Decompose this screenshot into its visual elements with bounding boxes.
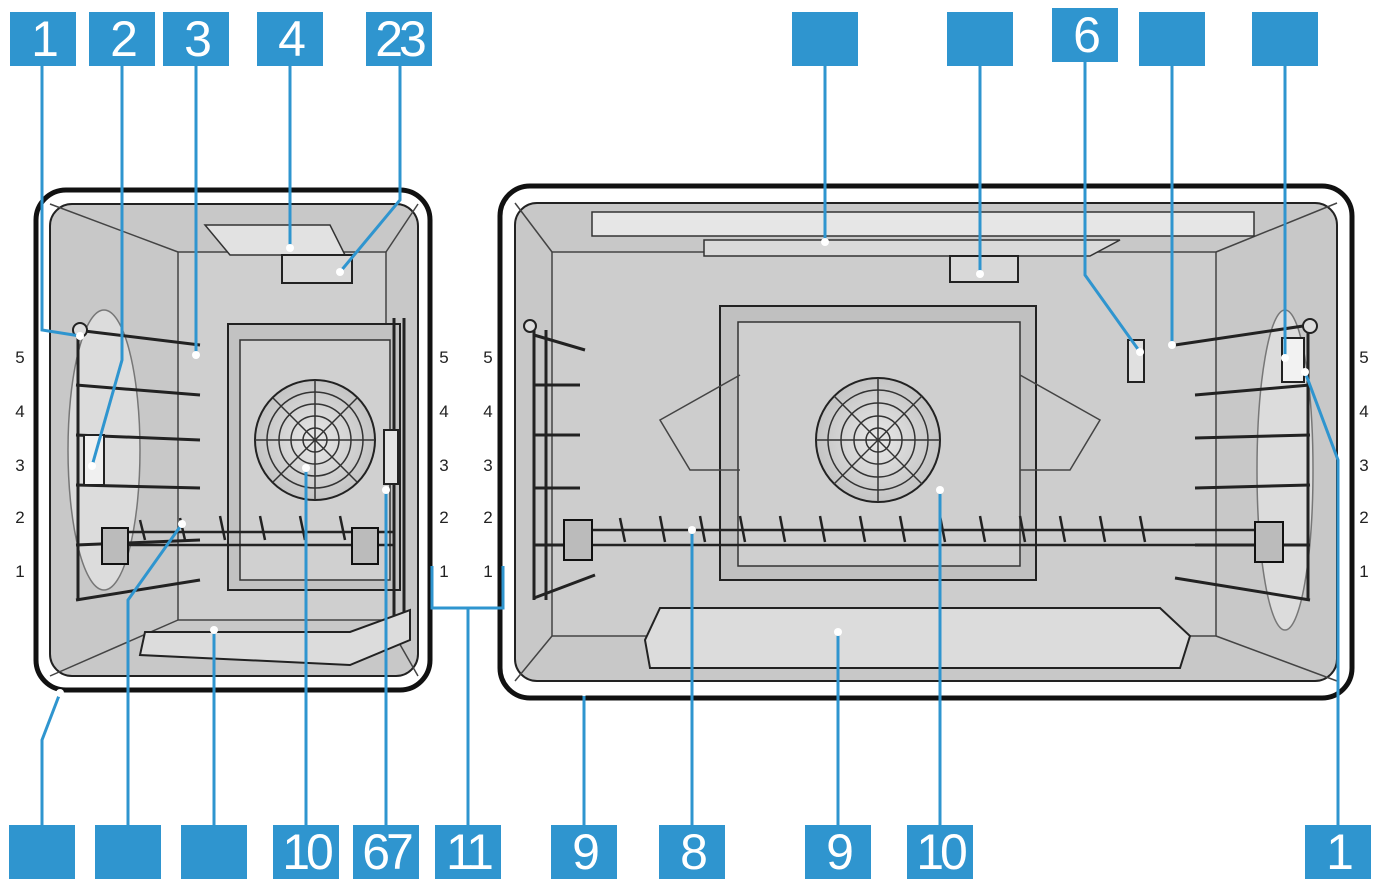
callout-top-1: 1 <box>10 12 76 66</box>
callout-bottom-3 <box>181 825 247 879</box>
callout-bottom-10: 10 <box>907 825 973 879</box>
rack-level-3: 3 <box>439 456 449 475</box>
rack-level-2: 2 <box>1359 508 1369 527</box>
rack-level-1: 1 <box>15 562 25 581</box>
callout-leader-lines <box>40 62 1340 825</box>
callout-bottom-4: 10 <box>273 825 339 879</box>
rack-level-3: 3 <box>15 456 25 475</box>
callout-bottom-2 <box>95 825 161 879</box>
rack-level-1: 1 <box>1359 562 1369 581</box>
rack-level-1: 1 <box>439 562 449 581</box>
callout-top-10 <box>1252 12 1318 66</box>
rack-level-5: 5 <box>439 348 449 367</box>
callout-bottom-7: 9 <box>551 825 617 879</box>
callout-bottom-5: 67 <box>353 825 419 879</box>
rack-level-2: 2 <box>439 508 449 527</box>
callout-bottom-6: 11 <box>435 825 501 879</box>
rack-level-4: 4 <box>15 402 25 421</box>
rack-level-4: 4 <box>1359 402 1369 421</box>
callout-bottom-11: 1 <box>1305 825 1371 879</box>
rack-level-3: 3 <box>1359 456 1369 475</box>
rack-level-5: 5 <box>483 348 493 367</box>
callout-bottom-1 <box>9 825 75 879</box>
rack-level-2: 2 <box>15 508 25 527</box>
callout-top-6 <box>792 12 858 66</box>
rack-level-5: 5 <box>15 348 25 367</box>
callout-top-2: 2 <box>89 12 155 66</box>
callout-top-8: 6 <box>1052 8 1118 62</box>
rack-level-4: 4 <box>483 402 493 421</box>
rack-level-5: 5 <box>1359 348 1369 367</box>
rack-level-4: 4 <box>439 402 449 421</box>
small-oven-fan <box>254 379 376 501</box>
callout-top-7 <box>947 12 1013 66</box>
small-oven-cavity <box>33 187 433 693</box>
callout-bottom-9: 9 <box>805 825 871 879</box>
rack-level-3: 3 <box>483 456 493 475</box>
large-oven-cavity <box>497 183 1355 701</box>
large-oven-fan <box>815 377 941 503</box>
callout-top-9 <box>1139 12 1205 66</box>
rack-level-1: 1 <box>483 562 493 581</box>
callout-top-3: 3 <box>163 12 229 66</box>
rack-level-2: 2 <box>483 508 493 527</box>
callout-top-5: 23 <box>366 12 432 66</box>
callout-bottom-8: 8 <box>659 825 725 879</box>
callout-top-4: 4 <box>257 12 323 66</box>
